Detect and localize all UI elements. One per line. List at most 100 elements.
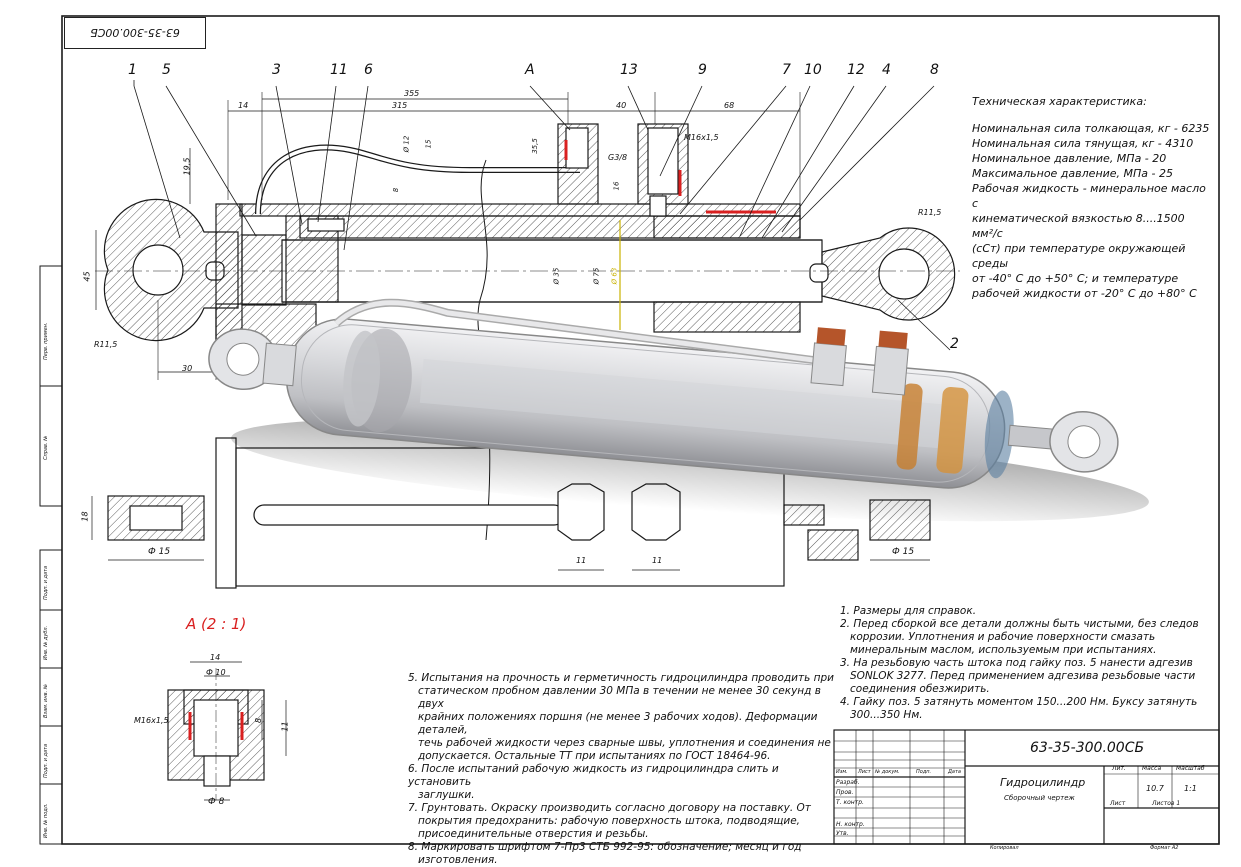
tb-role: Т. контр. <box>836 799 864 806</box>
dim-315: 315 <box>392 101 408 110</box>
tb-header-doc: № докум. <box>875 769 900 775</box>
tech-line: Номинальное давление, МПа - 20 <box>972 152 1167 165</box>
side-label: Подп. и дата <box>43 743 49 778</box>
detail-a <box>167 661 287 801</box>
dim-355: 355 <box>404 89 420 98</box>
side-label: Взам. инв. № <box>43 684 49 718</box>
callout-9: 9 <box>698 62 707 78</box>
tb-role: Пров. <box>836 789 854 796</box>
callout-2: 2 <box>950 336 959 352</box>
note-line: SONLOK 3277. Перед применением адгезива … <box>850 670 1196 682</box>
detail-dim-phi8: Ф 8 <box>208 797 225 807</box>
title-col-lit: Лит. <box>1112 765 1126 772</box>
side-label: Подп. и дата <box>43 565 49 600</box>
callout-12: 12 <box>847 62 865 78</box>
title-col-mass: Масса <box>1142 765 1162 772</box>
dim-40: 40 <box>616 101 627 110</box>
callout-13: 13 <box>620 62 638 78</box>
callout-6: 6 <box>364 62 373 78</box>
note-line: присоединительные отверстия и резьбы. <box>418 828 649 840</box>
callout-10: 10 <box>804 62 822 78</box>
dim-35-5: 35,5 <box>530 138 539 154</box>
tech-line: кинематической вязкостью 8....1500 мм²/с <box>972 212 1185 240</box>
note-line: 6. После испытаний рабочую жидкость из г… <box>408 763 779 788</box>
tech-line: Номинальная сила толкающая, кг - 6235 <box>972 122 1210 135</box>
tb-role: Утв. <box>836 830 849 837</box>
dim-11-b: 11 <box>652 556 663 565</box>
dim-14: 14 <box>238 101 249 110</box>
dim-r11-5-left: R11,5 <box>94 340 118 349</box>
note-line: минеральным маслом, используемым при исп… <box>850 644 1157 656</box>
note-line: 8. Маркировать шрифтом 7-Пр3 СТБ 992-95:… <box>408 841 802 853</box>
tb-role: Н. контр. <box>836 821 865 828</box>
detail-dim-8: 8 <box>254 717 264 724</box>
note-line: 1. Размеры для справок. <box>840 605 977 617</box>
tb-format: Формат А2 <box>1150 845 1179 851</box>
tb-copied: Копировал <box>990 845 1019 851</box>
tech-line: Рабочая жидкость - минеральное масло с <box>972 182 1206 210</box>
dim-m16: М16х1,5 <box>684 133 719 142</box>
dim-d12: Ø 12 <box>402 135 411 153</box>
title-doc-type: Сборочный чертеж <box>1004 794 1075 802</box>
title-col-scale: Масштаб <box>1176 765 1205 772</box>
title-sheet: Лист <box>1110 800 1126 807</box>
note-line: статическом пробном давлении 30 МПа в те… <box>418 685 821 710</box>
tech-line: Максимальное давление, МПа - 25 <box>972 167 1174 180</box>
callout-4: 4 <box>882 62 891 78</box>
note-line: 7. Грунтовать. Окраску производить согла… <box>408 802 811 814</box>
title-scale: 1:1 <box>1184 784 1197 793</box>
left-eye <box>103 198 239 342</box>
callout-1: 1 <box>128 62 137 78</box>
note-line: 3. На резьбовую часть штока под гайку по… <box>840 657 1193 669</box>
tech-line: (сСт) при температуре окружающей среды <box>972 242 1186 270</box>
dim-18: 18 <box>80 511 90 522</box>
note-line: 300...350 Нм. <box>850 709 923 721</box>
tech-header: Техническая характеристика: <box>972 95 1147 108</box>
dim-d75: Ø 75 <box>592 267 601 285</box>
tb-role: Разраб. <box>836 779 860 786</box>
note-line: крайних положениях поршня (не менее 3 ра… <box>418 711 818 736</box>
section-view <box>95 92 960 541</box>
callout-11: 11 <box>330 62 348 78</box>
technical-requirements-5-8: 5. Испытания на прочность и герметичност… <box>408 672 838 867</box>
detail-dim-phi10: Ф 10 <box>206 668 226 677</box>
side-strip-frame <box>39 265 63 845</box>
callout-7: 7 <box>782 62 791 78</box>
dim-g3-8: G3/8 <box>608 153 628 162</box>
side-label: Инв. № подл. <box>43 803 49 839</box>
dim-19-5: 19,5 <box>182 157 192 176</box>
dim-45: 45 <box>82 271 92 282</box>
note-line: допускается. Остальные ТТ при испытаниях… <box>418 750 771 762</box>
dim-phi15-right: Ф 15 <box>892 547 915 557</box>
dim-r11-5-right: R11,5 <box>918 208 942 217</box>
note-line: коррозии. Уплотнения и рабочие поверхнос… <box>850 631 1156 643</box>
title-mass: 10.7 <box>1146 784 1164 793</box>
cylinder-render <box>208 298 1149 522</box>
note-line: 2. Перед сборкой все детали должны быть … <box>840 618 1199 630</box>
technical-characteristics: Техническая характеристика: Номинальная … <box>972 94 1212 301</box>
tb-header-sign: Подп. <box>916 769 932 775</box>
detail-dim-11: 11 <box>280 721 290 732</box>
note-line: течь рабочей жидкости через сварные швы,… <box>418 737 831 749</box>
technical-requirements-1-4: 1. Размеры для справок. 2. Перед сборкой… <box>840 605 1200 722</box>
note-line: 4. Гайку поз. 5 затянуть моментом 150...… <box>840 696 1198 708</box>
tech-line: Номинальная сила тянущая, кг - 4310 <box>972 137 1194 150</box>
right-eye <box>809 227 956 321</box>
title-sheets: Листов 1 <box>1152 800 1181 807</box>
dim-phi15-left: Ф 15 <box>148 547 171 557</box>
tech-line: от -40° С до +50° С; и температуре <box>972 272 1179 285</box>
rotated-designation-stamp: 63-35-300.00СБ <box>64 17 206 49</box>
dim-d35: Ø 35 <box>552 267 561 285</box>
title-name: Гидроцилиндр <box>1000 776 1086 789</box>
note-line: соединения обезжирить. <box>850 683 990 695</box>
side-label: Перв. примен. <box>43 322 49 360</box>
detail-dim-14: 14 <box>210 653 221 662</box>
title-designation: 63-35-300.00СБ <box>1030 740 1145 756</box>
dim-16: 16 <box>612 181 621 191</box>
dim-68: 68 <box>724 101 735 110</box>
tb-header-date: Дата <box>948 769 961 775</box>
side-label: Справ. № <box>43 435 49 460</box>
detail-dim-m16: М16х1,5 <box>134 716 169 725</box>
callout-5: 5 <box>162 62 171 78</box>
